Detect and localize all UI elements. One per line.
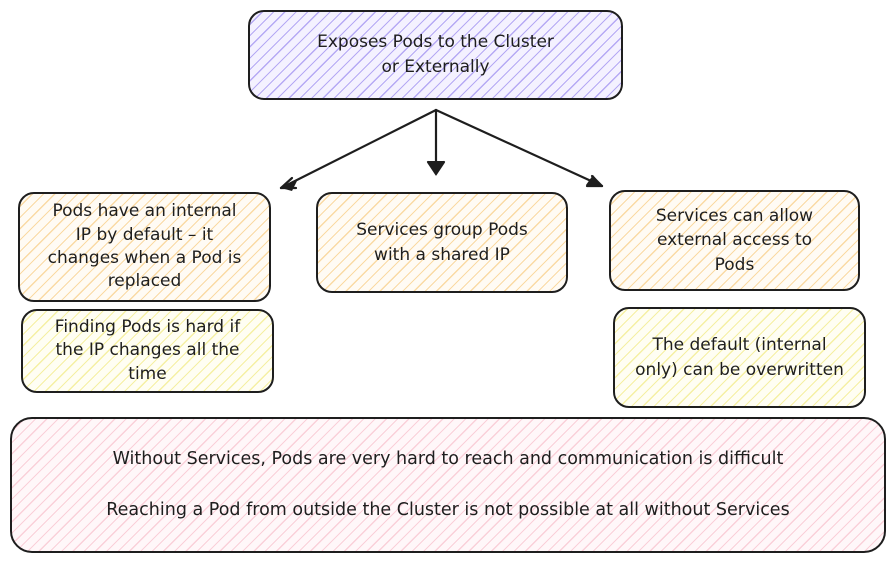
bottom-box-line: Without Services, Pods are very hard to … — [112, 448, 784, 469]
external-access-box: Services can allow external access to Po… — [609, 190, 860, 291]
top-box-line: or Externally — [381, 57, 490, 77]
box-line: Pods have an internal — [52, 201, 237, 222]
box-line: time — [128, 363, 167, 384]
box-line: external access to — [656, 230, 813, 251]
box-line: replaced — [107, 271, 182, 292]
top-box-line: Exposes Pods to the Cluster — [317, 32, 554, 53]
box-line: Finding Pods is hard if — [54, 316, 241, 337]
top-box: Exposes Pods to the Cluster or Externall… — [248, 10, 623, 100]
box-line: Services can allow — [655, 205, 814, 226]
box-line: changes when a Pod is — [47, 248, 242, 268]
arrow-to-left-box — [279, 108, 438, 190]
bottom-box-line: Reaching a Pod from outside the Cluster … — [106, 500, 790, 520]
box-line: IP by default – it — [75, 224, 214, 245]
box-line: only) can be overwritten — [635, 359, 844, 380]
box-line: the IP changes all the — [55, 340, 240, 361]
box-line: with a shared IP — [374, 244, 510, 265]
pods-internal-ip-box: Pods have an internal IP by default – it… — [18, 192, 271, 302]
box-line: Services group Pods — [356, 219, 528, 240]
arrow-to-right-box — [434, 108, 604, 188]
box-line: Pods — [714, 254, 755, 275]
box-line: The default (internal — [652, 334, 827, 355]
bottom-box: Without Services, Pods are very hard to … — [10, 417, 886, 553]
default-overwritten-box: The default (internal only) can be overw… — [613, 307, 866, 408]
finding-pods-box: Finding Pods is hard if the IP changes a… — [21, 309, 274, 393]
services-group-box: Services group Pods with a shared IP — [316, 192, 568, 293]
